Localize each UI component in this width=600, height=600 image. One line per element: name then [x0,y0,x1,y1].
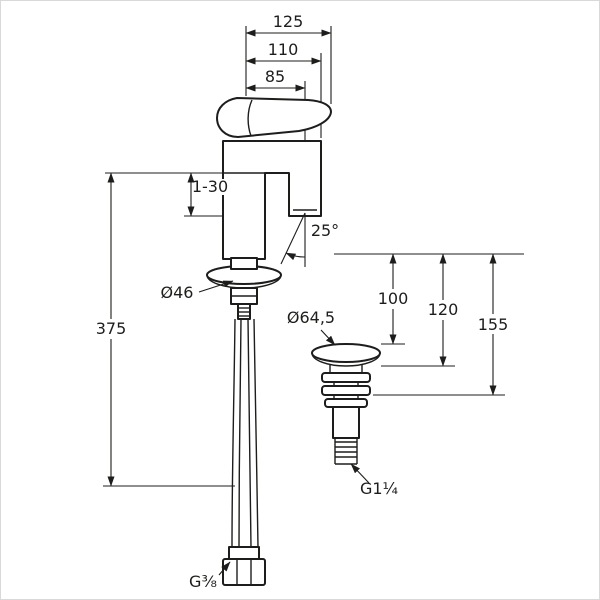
waste-disc-2 [321,385,371,396]
bg-1-30 [194,179,226,195]
supply-hoses [231,318,259,548]
hose-hex-nut [222,558,266,586]
bg-375 [92,319,130,339]
angle-arc [285,252,306,261]
hose-line-1 [231,318,236,548]
faucet [206,97,332,586]
angle-stream-line [280,212,306,265]
dim-label-base-diameter: Ø46 [161,283,194,302]
stream-angle-construction [280,212,306,267]
handle-joint-line [247,99,253,137]
waste-cap [311,343,381,363]
dim-label-155: 155 [478,315,509,334]
dim-label-125: 125 [273,12,304,31]
dim-label-85: 85 [265,67,285,86]
dimension-labels: 125 110 85 1-30 375 Ø46 25° 100 120 155 … [96,12,509,591]
dim-label-110: 110 [268,40,299,59]
leader-waste-thread [350,463,370,484]
dim-label-waste-thread: G1¼ [360,479,398,498]
dim-label-1-30: 1-30 [192,177,228,196]
dim-label-angle: 25° [311,221,339,240]
dim-label-100: 100 [378,289,409,308]
dim-label-375: 375 [96,319,127,338]
leader-base-diameter [198,280,234,293]
waste-disc-1 [321,372,371,383]
bg-155 [473,314,513,334]
base-neck [230,257,258,270]
waste-thread-section [334,438,358,465]
waste-cap-rim [311,352,381,367]
bg-120 [423,300,463,320]
dim-label-hose-thread: G³⁄₈ [189,572,217,591]
dim-label-waste-diameter: Ø64,5 [287,308,335,327]
waste-disc-3 [324,398,368,408]
hose-line-3 [247,318,252,548]
hose-collar [228,546,260,560]
bg-25 [308,222,342,241]
hose-line-2 [238,318,242,548]
lever-handle [216,97,332,138]
waste-body [332,406,360,439]
label-backgrounds [92,179,513,339]
dim-label-120: 120 [428,300,459,319]
waste-valve [311,343,381,465]
leader-hose-thread [218,561,231,576]
hose-line-4 [253,318,259,548]
bg-100 [373,289,413,309]
extension-lines [103,26,524,487]
faucet-body-spout [222,140,322,260]
leader-waste-diameter [320,329,336,346]
leader-lines [198,280,370,576]
